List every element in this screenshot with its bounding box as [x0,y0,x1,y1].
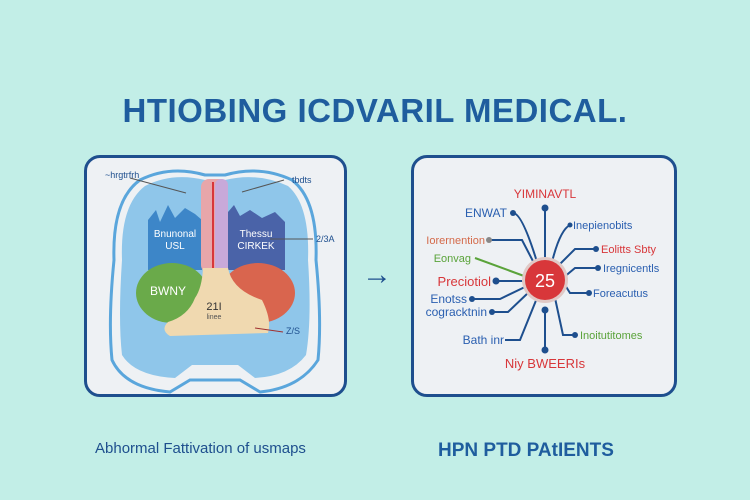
label-center-1: 21I [206,301,221,313]
page-title: HTIOBING ICDVARIL MEDICAL. [122,92,628,129]
label-r4: Foreacutus [593,288,649,300]
label-top-right: tbdts [292,175,312,185]
label-top-left: ~hrgtrfrh [105,170,139,180]
label-l2: Iorernention [426,235,485,247]
label-r2: Eolitts Sbty [601,244,657,256]
label-left-lobe-1: Bnunonal [154,229,196,240]
label-l3: Eonvag [434,253,471,265]
left-caption: Abhormal Fattivation of usmaps [95,440,306,457]
label-right-lobe-2: CIRKEK [237,241,275,252]
label-r3: Iregnicentls [603,263,660,275]
label-right-callout: 2/3A [316,234,335,244]
label-l6: cogracktnin [426,305,487,319]
label-left-lobe-2: USL [165,241,185,252]
label-green: BWNY [150,284,186,298]
label-bottom-right: Z/S [286,326,300,336]
arrow-right-icon: → [362,258,392,291]
center-node [525,260,565,300]
network-labels: YIMINAVTL Niy BWEERIs ENWAT Iorernention… [426,187,660,371]
label-center-2: linee [207,314,222,321]
brain-illustration: ~hrgtrfrh tbdts Bnunonal USL Thessu CIRK… [105,169,335,394]
label-l7: Bath inr [463,333,504,347]
label-top: YIMINAVTL [514,187,577,201]
label-l5: Enotss [430,292,467,306]
center-value: 25 [535,271,555,291]
label-r5: Inoitutitomes [580,330,643,342]
connector-dots [469,204,601,354]
label-r1: Inepienobits [573,220,633,232]
label-bottom: Niy BWEERIs [505,356,586,371]
label-l4: Preciotiol [438,274,492,289]
right-caption: HPN PTD PAtIENTS [438,440,614,461]
label-l1: ENWAT [465,206,508,220]
label-right-lobe-1: Thessu [240,229,273,240]
